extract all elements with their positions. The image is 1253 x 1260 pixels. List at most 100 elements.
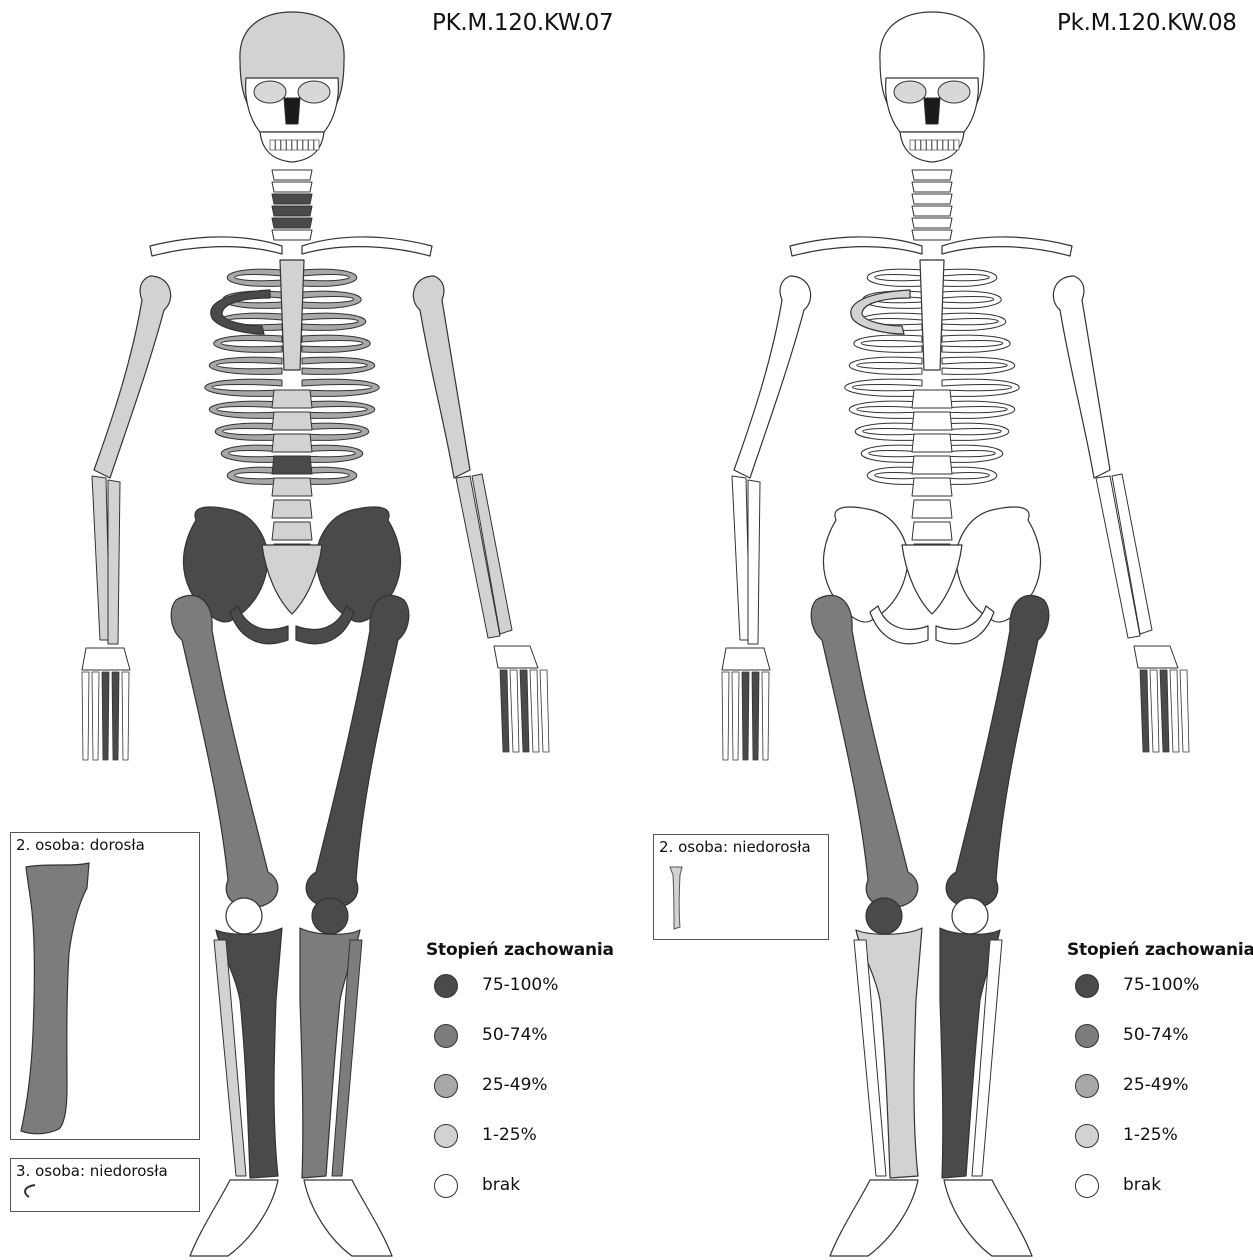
finger-left <box>520 670 529 752</box>
clavicle-right <box>790 237 922 256</box>
finger-right <box>732 672 739 760</box>
swatch-75-100 <box>1075 974 1099 998</box>
cervical-vertebra <box>912 206 952 216</box>
humerus-right <box>734 276 811 478</box>
legend-item-1-25: 1-25% <box>1075 1124 1253 1152</box>
carpals-left <box>1134 646 1178 668</box>
finger-left <box>1180 670 1189 752</box>
cervical-vertebra <box>272 206 312 216</box>
tooth <box>932 140 937 150</box>
carpals-left <box>494 646 538 668</box>
finger-left <box>1150 670 1159 752</box>
vertebra <box>912 412 952 430</box>
pubis-right <box>870 606 928 644</box>
panel-pk-m-120-kw-07: PK.M.120.KW.07 2. osoba: dorosła 3. osob… <box>0 0 626 1260</box>
ulna-right <box>92 476 110 640</box>
foot-right <box>190 1180 278 1256</box>
foot-left <box>304 1180 392 1256</box>
rib-left <box>942 401 1015 418</box>
tooth <box>949 140 954 150</box>
rib-right <box>854 335 922 352</box>
legend-item-50-74: 50-74% <box>434 1024 624 1052</box>
vertebra <box>272 390 312 408</box>
clavicle-left <box>302 237 432 256</box>
tooth <box>298 140 303 150</box>
patella-left <box>952 898 988 934</box>
rib-left <box>942 269 997 286</box>
skeleton-figure <box>627 0 1253 1260</box>
legend-label: 50-74% <box>482 1025 548 1045</box>
rib-left <box>302 313 366 330</box>
eye-socket-right <box>254 81 286 103</box>
sacrum <box>262 545 322 614</box>
bone-fragment-icon <box>654 835 828 939</box>
nasal-cavity <box>284 98 300 124</box>
legend-label: 75-100% <box>1123 975 1199 995</box>
finger-right <box>102 672 109 760</box>
cervical-vertebra <box>272 170 312 180</box>
vertebra <box>272 478 312 496</box>
legend-item-75-100: 75-100% <box>1075 974 1253 1002</box>
patella-right <box>866 898 902 934</box>
sternum <box>280 260 304 370</box>
cervical-vertebra <box>912 194 952 204</box>
patella-right <box>226 898 262 934</box>
tooth <box>276 140 281 150</box>
panel-title: PK.M.120.KW.07 <box>432 10 613 36</box>
finger-left <box>1170 670 1179 752</box>
rib-highlighted <box>211 290 270 334</box>
finger-left <box>1140 670 1149 752</box>
rib-left <box>302 357 375 374</box>
finger-right <box>752 672 759 760</box>
humerus-right <box>94 276 171 478</box>
swatch-25-49 <box>1075 1074 1099 1098</box>
swatch-50-74 <box>1075 1024 1099 1048</box>
vertebra <box>912 390 952 408</box>
skeleton-group <box>722 12 1189 1256</box>
tooth <box>314 140 319 150</box>
rib-left <box>942 379 1019 396</box>
rib-left <box>942 313 1006 330</box>
rib-right <box>214 335 282 352</box>
radius-right <box>108 480 120 644</box>
sacrum <box>902 545 962 614</box>
clavicle-right <box>150 237 282 256</box>
rib-right <box>209 357 282 374</box>
vertebra <box>272 456 312 474</box>
rib-left <box>302 401 375 418</box>
nasal-cavity <box>924 98 940 124</box>
tooth <box>938 140 943 150</box>
legend-item-25-49: 25-49% <box>434 1074 624 1102</box>
vertebra <box>272 412 312 430</box>
pubis-left <box>296 606 354 644</box>
finger-right <box>82 672 89 760</box>
swatch-50-74 <box>434 1024 458 1048</box>
tooth <box>281 140 286 150</box>
swatch-brak <box>1075 1174 1099 1198</box>
legend-label: 25-49% <box>1123 1075 1189 1095</box>
legend-label: brak <box>1123 1175 1161 1195</box>
foot-left <box>944 1180 1032 1256</box>
finger-right <box>122 672 129 760</box>
bone-fragment-icon <box>11 1159 199 1211</box>
legend-label: 1-25% <box>482 1125 537 1145</box>
vertebra <box>912 500 952 518</box>
cervical-vertebra <box>272 182 312 192</box>
vertebra <box>912 456 952 474</box>
legend-label: 75-100% <box>482 975 558 995</box>
rib-left <box>942 291 1001 308</box>
swatch-75-100 <box>434 974 458 998</box>
vertebra <box>912 478 952 496</box>
rib-right <box>209 401 282 418</box>
rib-right <box>205 379 282 396</box>
cervical-vertebra <box>272 230 312 240</box>
tooth <box>927 140 932 150</box>
legend-item-brak: brak <box>1075 1174 1253 1202</box>
legend-item-brak: brak <box>434 1174 624 1202</box>
tooth <box>287 140 292 150</box>
pubis-right <box>230 606 288 644</box>
legend-label: 50-74% <box>1123 1025 1189 1045</box>
radius-right <box>748 480 760 644</box>
tooth <box>954 140 959 150</box>
finger-left <box>1160 670 1169 752</box>
